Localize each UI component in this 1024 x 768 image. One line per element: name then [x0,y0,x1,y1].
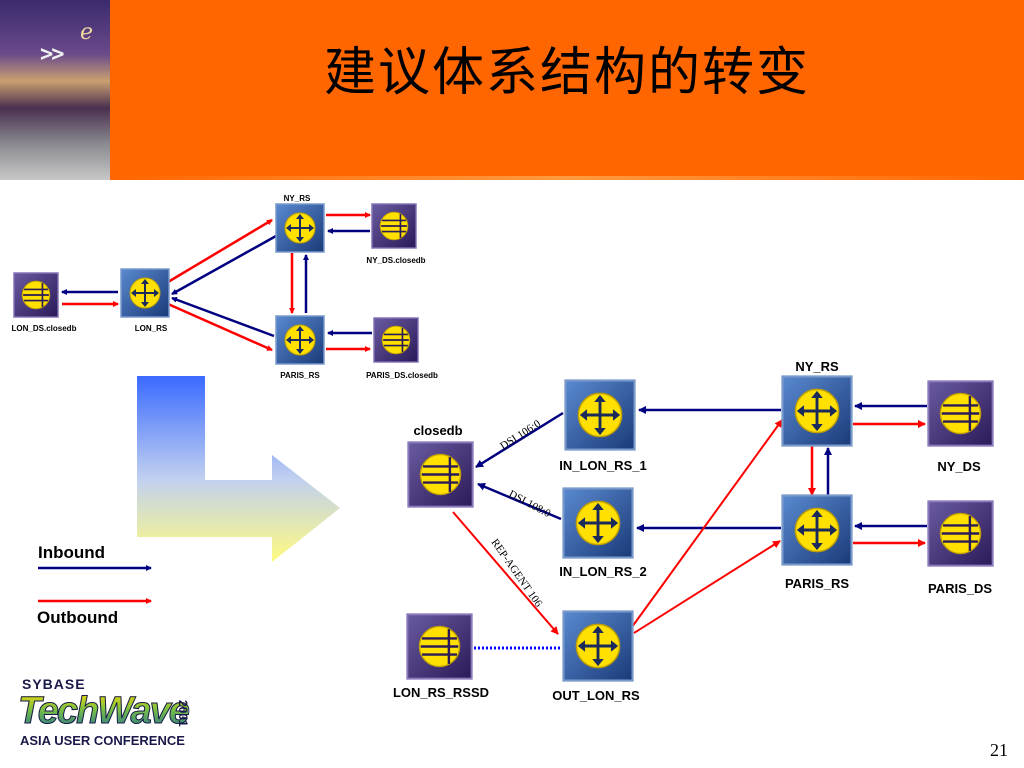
top-nyrs-label: NY_RS [284,194,311,203]
top-nyrs-icon [274,203,326,253]
outlonrs-icon [561,610,635,682]
edge-closedb-to-outlonrs [452,511,559,635]
nyrs-icon [780,375,854,447]
inlonrs2-label: IN_LON_RS_2 [559,564,646,579]
techwave-logo: SYBASE TechWave 2001 ASIA USER CONFERENC… [18,676,198,756]
banner-photo-letter: e [80,20,94,45]
top-parisds-icon [373,317,419,363]
inlonrs2-icon [561,487,635,559]
edge-outlonrs-to-nyrs [631,419,783,628]
dsi108-label: DSI 108:0 [507,488,553,520]
logo-tagline: ASIA USER CONFERENCE [20,733,185,748]
transition-arrow [137,376,340,562]
banner-photo-chevrons: >> [40,42,64,67]
edge-top-lonrs-to-nyrs [167,218,273,284]
top-lonrs-label: LON_RS [135,324,168,333]
outlonrs-label: OUT_LON_RS [552,688,640,703]
edge-top-lonrs-to-parisrs [167,302,273,352]
top-londs-icon [13,272,59,318]
top-parisrs-label: PARIS_RS [280,371,320,380]
parisrs-icon [780,494,854,566]
edge-outlonrs-to-parisrs [633,540,781,634]
dsi106-label: DSI 106:0 [498,417,543,452]
edge-top-parisrs-to-lonrs [171,296,275,338]
logo-product: TechWave [18,690,191,733]
lonrsrssd-label: LON_RS_RSSD [393,685,489,700]
top-londs-label: LON_DS.closedb [12,324,77,333]
edge-top-nyrs-to-lonrs [171,234,277,296]
repagent-label: REP-AGENT 106 [489,537,545,610]
inlonrs1-label: IN_LON_RS_1 [559,458,646,473]
legend-outbound-label: Outbound [37,608,119,627]
page-number: 21 [990,740,1008,760]
top-parisrs-icon [274,315,326,365]
title-banner [0,0,1024,180]
closedb-label: closedb [413,423,462,438]
top-parisds-label: PARIS_DS.closedb [366,371,438,380]
parisds-icon [927,500,994,567]
logo-year: 2001 [176,700,190,727]
edge-inlonrs2-to-closedb [477,482,562,521]
top-nyds-label: NY_DS.closedb [366,256,425,265]
parisds-label: PARIS_DS [928,581,992,596]
logo-brand: SYBASE [22,676,86,692]
legend-inbound-label: Inbound [38,543,106,562]
banner-photo: e >> [0,0,110,180]
closedb-icon [407,441,474,508]
parisrs-label: PARIS_RS [785,576,849,591]
banner-divider [110,176,1024,180]
nyrs-label: NY_RS [795,359,839,374]
nyds-label: NY_DS [937,459,981,474]
inlonrs1-icon [563,379,637,451]
top-nyds-icon [371,203,417,249]
edge-inlonrs1-to-closedb [475,411,564,469]
slide-title: 建议体系结构的转变 [323,43,810,103]
nyds-icon [927,380,994,447]
lonrsrssd-icon [406,613,473,680]
top-lonrs-icon [119,268,171,318]
